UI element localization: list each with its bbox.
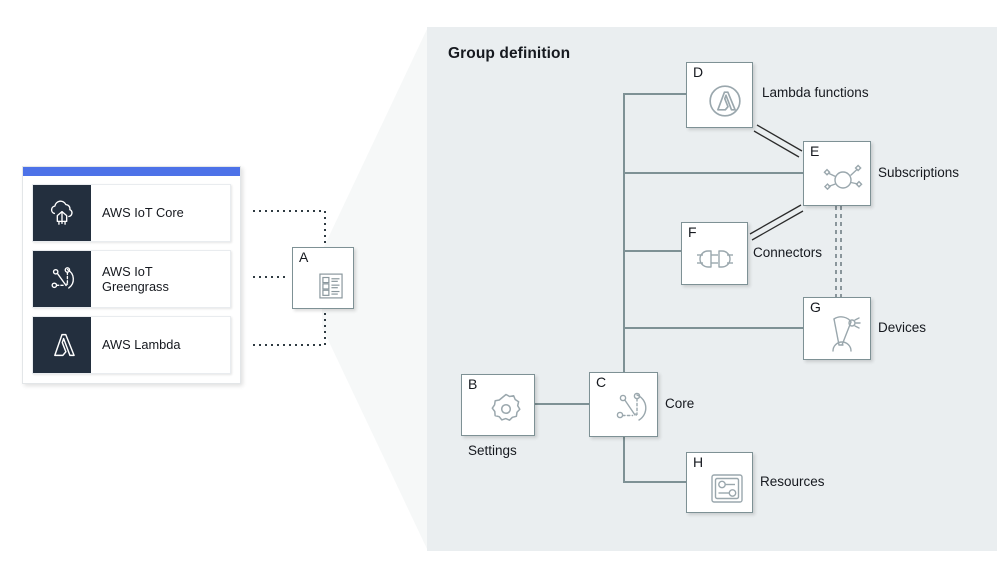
connector-plug-icon (682, 223, 747, 284)
gear-icon (462, 375, 534, 435)
caption-settings: Settings (468, 443, 517, 458)
node-h-resources[interactable]: H (686, 452, 753, 513)
caption-resources: Resources (760, 474, 825, 489)
node-letter: E (810, 143, 820, 159)
node-e-subscriptions[interactable]: E (803, 141, 871, 206)
node-letter: G (810, 299, 821, 315)
node-c-core[interactable]: C (589, 372, 658, 437)
node-g-devices[interactable]: G (803, 297, 871, 360)
caption-lambda-functions: Lambda functions (762, 85, 869, 100)
service-list: AWS IoT Core (32, 184, 231, 374)
robot-arm-icon (804, 298, 870, 359)
service-item-lambda[interactable]: AWS Lambda (32, 316, 231, 374)
node-letter: H (693, 454, 704, 470)
group-list-icon (293, 248, 353, 308)
node-letter: F (688, 224, 697, 240)
caption-subscriptions: Subscriptions (878, 165, 960, 180)
caption-devices: Devices (878, 320, 927, 335)
aws-iot-core-icon (33, 185, 91, 241)
group-definition-title: Group definition (448, 45, 571, 62)
service-label: AWS IoT Core (102, 205, 184, 221)
node-d-lambda-functions[interactable]: D (686, 62, 753, 128)
node-f-connectors[interactable]: F (681, 222, 748, 285)
aws-lambda-icon (33, 317, 91, 373)
service-label: AWS Lambda (102, 337, 181, 353)
caption-core: Core (665, 396, 695, 411)
aws-iot-greengrass-icon (33, 251, 91, 307)
greengrass-core-icon (590, 373, 657, 436)
caption-connectors: Connectors (753, 245, 823, 260)
service-item-iot-greengrass[interactable]: AWS IoT Greengrass (32, 250, 231, 308)
resources-sliders-icon (687, 453, 752, 512)
aws-services-card: AWS IoT Core (22, 166, 241, 384)
expansion-funnel (322, 27, 428, 551)
service-item-iot-core[interactable]: AWS IoT Core (32, 184, 231, 242)
node-a-group[interactable]: A (292, 247, 354, 309)
lambda-icon (687, 63, 752, 127)
node-b-settings[interactable]: B (461, 374, 535, 436)
node-letter: C (596, 374, 607, 390)
subscriptions-hub-icon (804, 142, 870, 205)
node-letter: B (468, 376, 478, 392)
node-letter: D (693, 64, 704, 80)
node-letter: A (299, 249, 309, 265)
service-label: AWS IoT Greengrass (102, 263, 169, 294)
card-accent-bar (23, 167, 240, 176)
